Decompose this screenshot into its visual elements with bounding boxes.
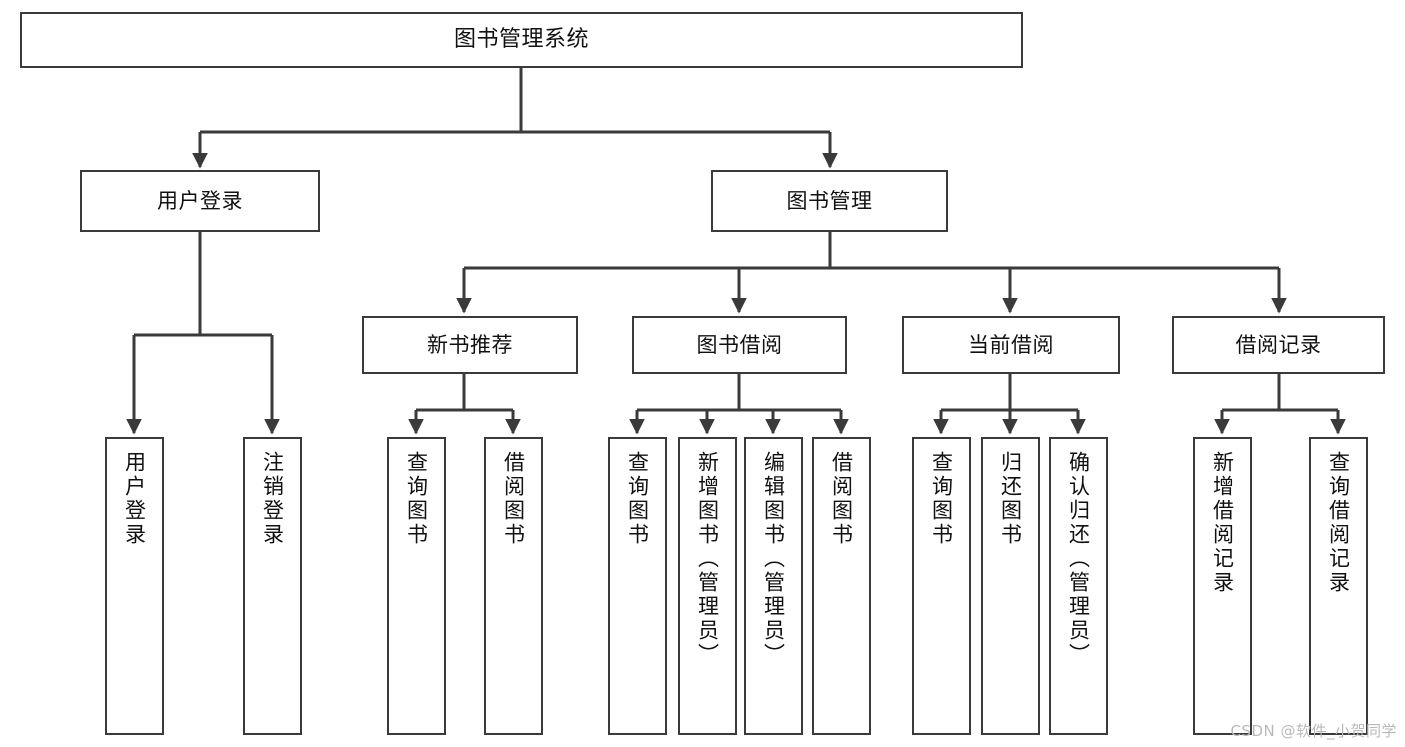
- node-user-login[interactable]: 用户登录: [80, 170, 320, 232]
- node-new-book-recommend[interactable]: 新书推荐: [362, 316, 578, 374]
- node-leaf-query-book-2[interactable]: 查询图书: [608, 437, 667, 735]
- node-leaf-edit-book-label: 编辑图书（管理员）: [761, 451, 786, 667]
- node-leaf-logout-login-label: 注销登录: [260, 451, 285, 547]
- node-current-borrow[interactable]: 当前借阅: [902, 316, 1120, 374]
- node-leaf-logout-login[interactable]: 注销登录: [243, 437, 302, 735]
- node-leaf-query-record-label: 查询借阅记录: [1326, 451, 1351, 595]
- node-borrow-record-label: 借阅记录: [1235, 332, 1322, 357]
- node-leaf-return-book-label: 归还图书: [998, 451, 1023, 547]
- node-root[interactable]: 图书管理系统: [20, 12, 1023, 68]
- node-leaf-borrow-book-1[interactable]: 借阅图书: [484, 437, 543, 735]
- node-leaf-query-book-1-label: 查询图书: [404, 451, 429, 547]
- node-root-label: 图书管理系统: [453, 27, 589, 53]
- node-book-borrow[interactable]: 图书借阅: [632, 316, 847, 374]
- node-current-borrow-label: 当前借阅: [968, 332, 1054, 357]
- node-leaf-add-book[interactable]: 新增图书（管理员）: [678, 437, 737, 735]
- node-leaf-confirm-return-label: 确认归还（管理员）: [1066, 451, 1091, 667]
- node-book-management[interactable]: 图书管理: [711, 170, 948, 232]
- node-leaf-add-record[interactable]: 新增借阅记录: [1193, 437, 1252, 735]
- node-leaf-borrow-book-2[interactable]: 借阅图书: [812, 437, 871, 735]
- node-leaf-borrow-book-1-label: 借阅图书: [501, 451, 526, 547]
- node-book-borrow-label: 图书借阅: [696, 332, 783, 357]
- node-leaf-add-book-label: 新增图书（管理员）: [695, 451, 720, 667]
- node-leaf-confirm-return[interactable]: 确认归还（管理员）: [1049, 437, 1108, 735]
- csdn-watermark: CSDN @软件_小贺同学: [1230, 722, 1397, 740]
- node-book-management-label: 图书管理: [786, 188, 873, 213]
- node-leaf-query-record[interactable]: 查询借阅记录: [1309, 437, 1368, 735]
- node-leaf-user-login[interactable]: 用户登录: [105, 437, 164, 735]
- node-borrow-record[interactable]: 借阅记录: [1172, 316, 1385, 374]
- node-leaf-return-book[interactable]: 归还图书: [981, 437, 1040, 735]
- node-leaf-add-record-label: 新增借阅记录: [1210, 451, 1235, 595]
- node-leaf-edit-book[interactable]: 编辑图书（管理员）: [744, 437, 803, 735]
- node-leaf-query-book-3-label: 查询图书: [929, 451, 954, 547]
- node-leaf-query-book-2-label: 查询图书: [625, 451, 650, 547]
- node-leaf-query-book-1[interactable]: 查询图书: [387, 437, 446, 735]
- node-leaf-borrow-book-2-label: 借阅图书: [829, 451, 854, 547]
- node-leaf-query-book-3[interactable]: 查询图书: [912, 437, 971, 735]
- node-new-book-recommend-label: 新书推荐: [427, 332, 513, 357]
- node-user-login-label: 用户登录: [157, 188, 243, 213]
- node-leaf-user-login-label: 用户登录: [122, 451, 147, 547]
